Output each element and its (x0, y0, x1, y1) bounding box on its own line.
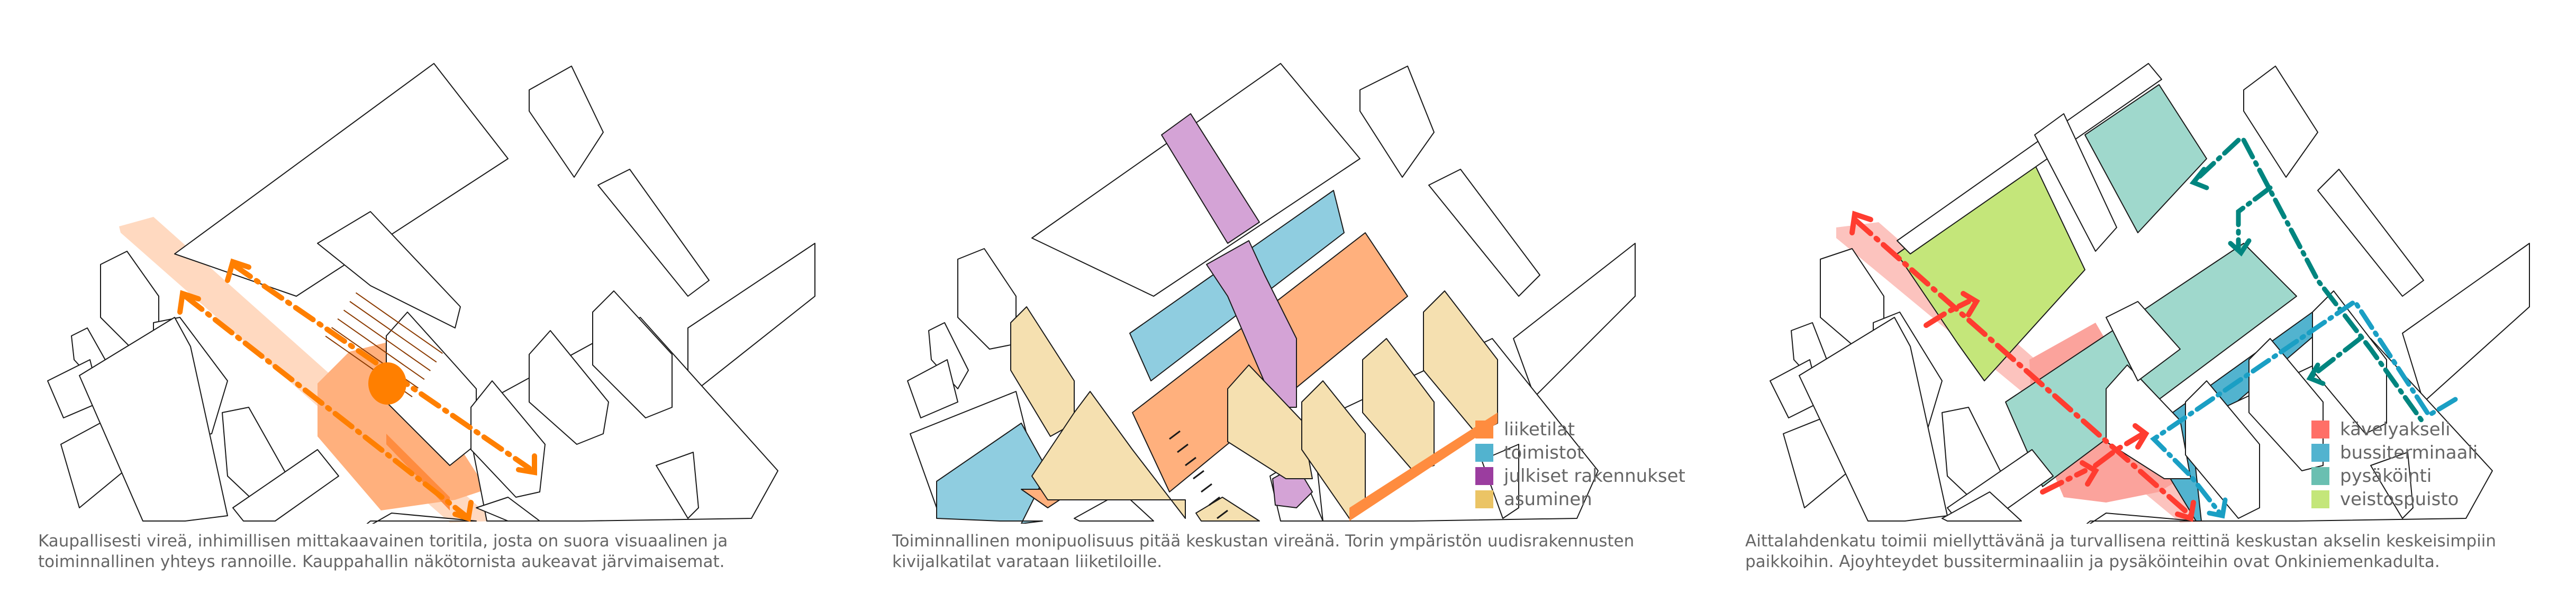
panel-land-use: liiketilat toimistot julkiset rakennukse… (857, 0, 1736, 603)
context-buildings (1770, 63, 2530, 524)
arrow-view-lake (230, 262, 532, 471)
caption-land-use: Toiminnallinen monipuolisuus pitää kesku… (892, 531, 1634, 572)
block-asuminen-corner-3 (1362, 338, 1435, 471)
legend-label: toimistot (1504, 442, 1584, 463)
legend-item-asuminen: asuminen (1475, 488, 1685, 511)
arrow-walking-plaza-east (2093, 431, 2146, 468)
legend-label: veistospuisto (2340, 489, 2459, 510)
context-buildings (47, 63, 815, 524)
caption-mobility: Aittalahdenkatu toimii miellyttävänä ja … (1745, 531, 2496, 572)
arrowhead-southeast (516, 453, 537, 476)
isometric-diagram-land-use (907, 63, 1636, 524)
caption-commerce-plaza: Kaupallisesti vireä, inhimillisen mittak… (38, 531, 728, 572)
arrowhead-south (452, 500, 474, 522)
plaza-focal-point (368, 362, 406, 405)
legend-label: bussiterminaali (2340, 442, 2478, 463)
arrow-walking-plaza-north (2040, 468, 2088, 495)
swatch-veistospuisto (2311, 490, 2329, 508)
swatch-toimistot (1475, 444, 1493, 462)
block-asuminen-central (1031, 391, 1186, 519)
arrowhead (1849, 211, 1873, 235)
bus-access-arrows (2149, 298, 2458, 516)
arrowhead (2306, 362, 2326, 386)
arrow-axis-north-south (183, 294, 468, 518)
swatch-kavelyakseli (2311, 421, 2329, 438)
arrowhead-north (177, 290, 201, 315)
caption-line: paikkoihin. Ajoyhteydet bussiterminaalii… (1745, 552, 2440, 571)
arrowhead (2228, 238, 2252, 257)
swatch-pysakointi (2311, 467, 2329, 485)
zebra-crossing (1169, 430, 1228, 519)
legend-item-veistospuisto: veistospuisto (2311, 488, 2478, 511)
block-toimistot-west (936, 423, 1048, 524)
swatch-liiketilat (1475, 421, 1493, 438)
block-julkiset-link (1206, 240, 1297, 408)
caption-line: Toiminnallinen monipuolisuus pitää kesku… (892, 532, 1635, 551)
arrowhead (2080, 460, 2099, 487)
legend-item-julkiset-rakennukset: julkiset rakennukset (1475, 464, 1685, 488)
block-julkiset-tower (1161, 113, 1260, 244)
arrow-walking-to-park (1924, 299, 1971, 328)
caption-line: toiminnallinen yhteys rannoille. Kauppah… (38, 552, 725, 571)
swatch-asuminen (1475, 490, 1493, 508)
legend-item-toimistot: toimistot (1475, 441, 1685, 464)
walking-arrowheads (1849, 211, 2196, 522)
arrow-parking-main (2241, 138, 2426, 426)
legend-label: kävelyakseli (2340, 419, 2451, 440)
arrow-bus-route (2149, 298, 2458, 516)
panel-mobility: kävelyakseli bussiterminaali pysäköinti … (1736, 0, 2576, 603)
legend-label: pysäköinti (2340, 465, 2432, 487)
isometric-diagram-commerce-plaza (47, 63, 815, 524)
arrowhead (2133, 423, 2149, 450)
arrow-parking-courtyard (2310, 336, 2363, 378)
block-asuminen-south (1195, 497, 1260, 522)
arrow-parking-central (2236, 185, 2273, 251)
arrow-walking-axis (1852, 217, 2193, 518)
market-square (318, 341, 487, 510)
arrowhead-northwest (225, 258, 251, 283)
parking-north-pysakointi (2084, 84, 2207, 233)
legend-label: liiketilat (1504, 419, 1575, 440)
walking-arrows (1852, 217, 2193, 518)
legend-item-liiketilat: liiketilat (1475, 418, 1685, 441)
caption-line: kivijalkatilat varataan liiketiloille. (892, 552, 1163, 571)
legend-label: julkiset rakennukset (1504, 465, 1685, 487)
legend-item-bussiterminaali: bussiterminaali (2311, 441, 2478, 464)
arrowhead (2207, 497, 2228, 519)
swatch-julkiset-rakennukset (1475, 467, 1493, 485)
arrowhead (2189, 167, 2209, 190)
isometric-diagram-mobility (1770, 63, 2530, 524)
legend-land-use: liiketilat toimistot julkiset rakennukse… (1475, 418, 1685, 511)
parking-arrowheads (2189, 167, 2326, 386)
panel-commerce-plaza: Kaupallisesti vireä, inhimillisen mittak… (0, 0, 857, 603)
legend-label: asuminen (1504, 489, 1592, 510)
legend-item-pysakointi: pysäköinti (2311, 464, 2478, 488)
legend-item-kavelyakseli: kävelyakseli (2311, 418, 2478, 441)
arrowhead (1961, 291, 1980, 317)
arrowhead (2175, 500, 2196, 522)
block-asuminen-corner-1 (1227, 364, 1313, 479)
caption-line: Aittalahdenkatu toimii miellyttävänä ja … (1745, 532, 2497, 551)
retail-ground-floor-strip (1349, 413, 1498, 521)
visual-axis-arrows (183, 262, 532, 518)
caption-line: Kaupallisesti vireä, inhimillisen mittak… (38, 532, 728, 551)
swatch-bussiterminaali (2311, 444, 2329, 462)
arrowheads (177, 258, 537, 522)
legend-mobility: kävelyakseli bussiterminaali pysäköinti … (2311, 418, 2478, 511)
bus-arrowheads (2207, 497, 2228, 519)
